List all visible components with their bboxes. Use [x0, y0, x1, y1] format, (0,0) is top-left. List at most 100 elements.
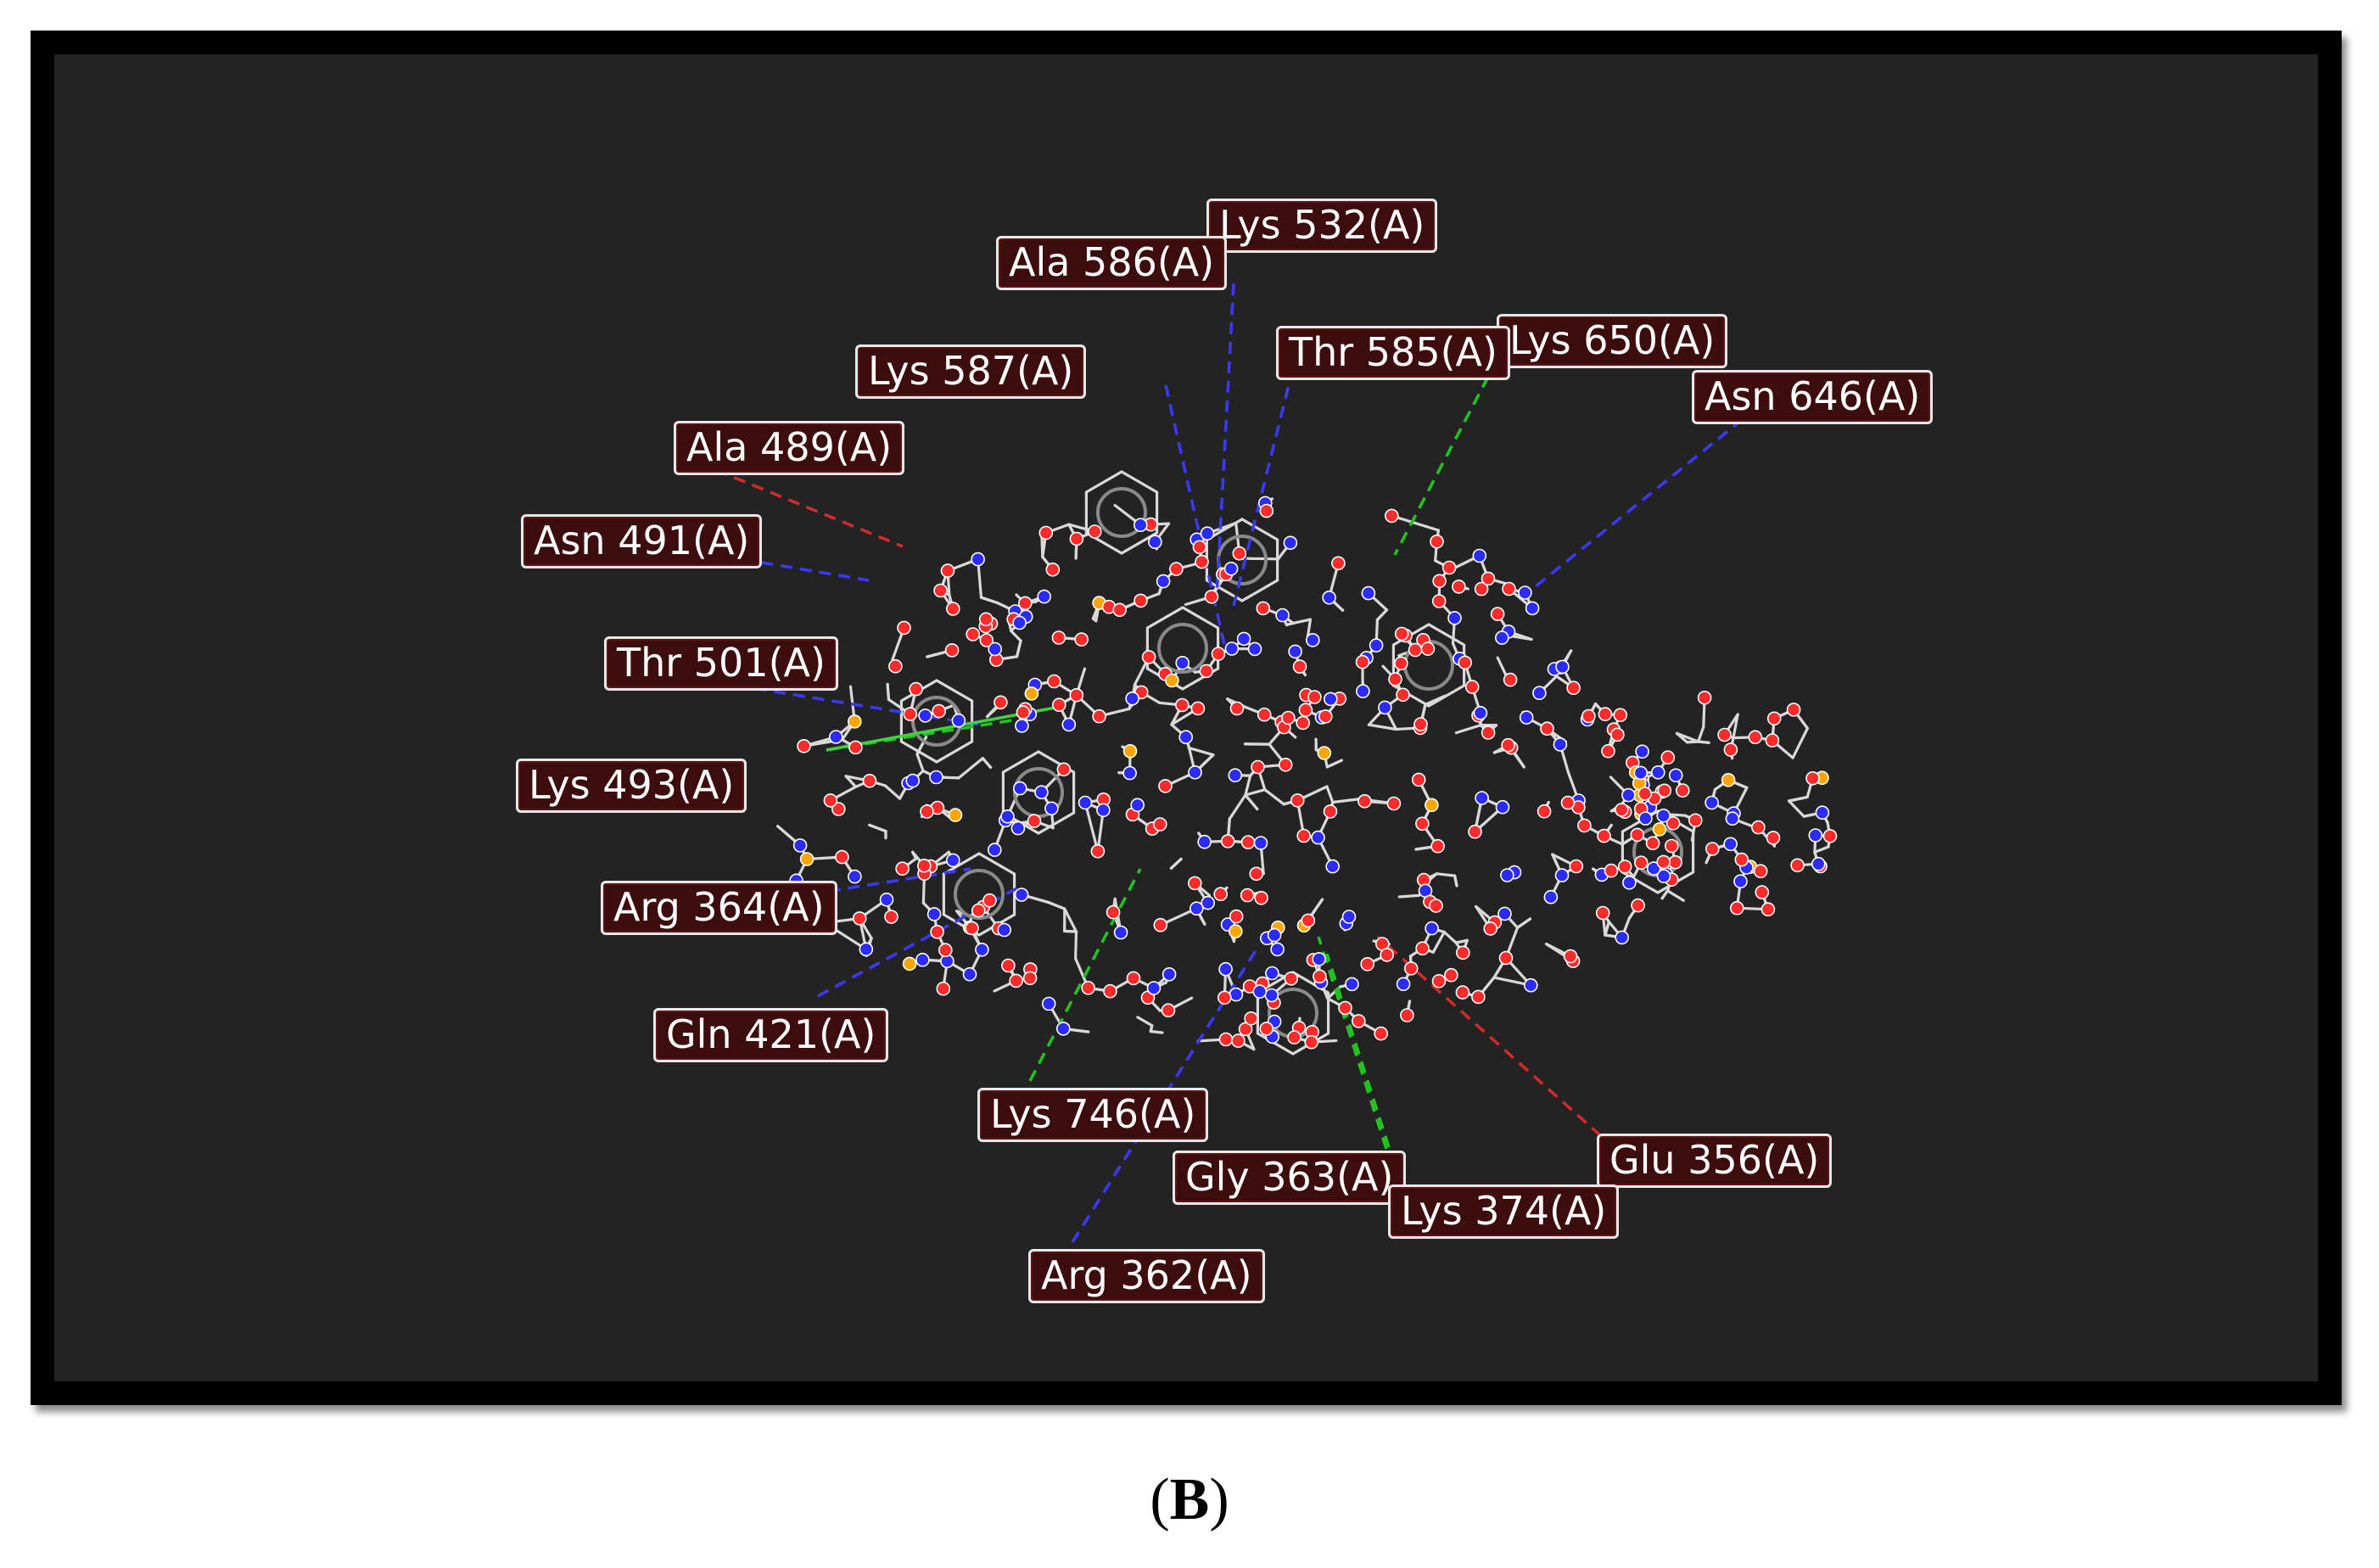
nitrogen-atom [1396, 977, 1411, 992]
bond [1015, 639, 1022, 658]
oxygen-atom [1645, 836, 1660, 851]
oxygen-atom [1394, 656, 1408, 671]
bond [1375, 608, 1389, 622]
bond [1325, 759, 1343, 769]
ring-aromatic-circle [1096, 487, 1147, 538]
oxygen-atom [1483, 921, 1497, 936]
oxygen-atom [1385, 508, 1399, 524]
oxygen-atom [930, 925, 944, 939]
oxygen-atom [1074, 632, 1089, 647]
residue-label-ala489: Ala 489(A) [674, 421, 905, 475]
oxygen-atom [966, 627, 980, 641]
oxygen-atom [1153, 817, 1167, 832]
oxygen-atom [848, 740, 863, 755]
nitrogen-atom [1012, 615, 1027, 630]
nitrogen-atom [1425, 921, 1439, 936]
nitrogen-atom [1200, 526, 1215, 541]
nitrogen-atom [1378, 700, 1392, 715]
oxygen-atom [1374, 1026, 1388, 1041]
oxygen-atom [1088, 524, 1102, 539]
oxygen-atom [1455, 985, 1470, 1000]
oxygen-atom [938, 943, 953, 957]
oxygen-atom [852, 911, 867, 926]
oxygen-atom [888, 658, 903, 674]
oxygen-atom [1786, 703, 1801, 717]
molecule-viewer[interactable]: Lys 532(A)Ala 586(A)Lys 650(A)Thr 585(A)… [54, 54, 2318, 1381]
residue-label-gln421: Gln 421(A) [653, 1008, 889, 1062]
oxygen-atom [1676, 783, 1690, 798]
oxygen-atom [1617, 860, 1632, 874]
nitrogen-atom [1264, 988, 1279, 1003]
oxygen-atom [831, 802, 846, 816]
nitrogen-atom [1646, 861, 1661, 876]
oxygen-atom [1452, 580, 1466, 594]
oxygen-atom [1284, 972, 1299, 986]
nitrogen-atom [1288, 644, 1302, 659]
nitrogen-atom [1725, 811, 1740, 826]
oxygen-atom [1577, 818, 1592, 833]
residue-label-thr585: Thr 585(A) [1276, 326, 1510, 380]
oxygen-atom [1287, 1030, 1301, 1044]
nitrogen-atom [1723, 837, 1738, 852]
oxygen-atom [835, 849, 849, 865]
oxygen-atom [1413, 717, 1428, 731]
oxygen-atom [1304, 1034, 1318, 1050]
bond [1453, 874, 1458, 888]
nitrogen-atom [1013, 781, 1027, 796]
phosphorus-atom [1122, 743, 1138, 759]
oxygen-atom [903, 707, 918, 721]
oxygen-atom [1790, 858, 1805, 873]
bond [1063, 907, 1078, 933]
nitrogen-atom [1113, 925, 1128, 940]
nitrogen-atom [1034, 785, 1049, 800]
oxygen-atom [936, 981, 951, 996]
phosphorus-atom [847, 714, 862, 729]
oxygen-atom [1188, 876, 1202, 891]
oxygen-atom [1656, 854, 1671, 870]
nitrogen-atom [1633, 765, 1649, 781]
oxygen-atom [1430, 534, 1444, 549]
nitrogen-atom [828, 730, 843, 744]
oxygen-atom [1403, 961, 1419, 976]
oxygen-atom [1420, 641, 1436, 656]
oxygen-atom [1323, 804, 1338, 819]
oxygen-atom [979, 633, 994, 647]
heteroatoms [789, 496, 1838, 1050]
ring-bond [1391, 623, 1466, 708]
bond [1331, 797, 1362, 804]
oxygen-atom [1805, 770, 1820, 786]
oxygen-atom [1218, 1032, 1234, 1047]
nitrogen-atom [1014, 888, 1029, 902]
nitrogen-atom [975, 943, 989, 957]
bond [1187, 746, 1215, 757]
nitrogen-atom [1229, 987, 1244, 1002]
oxygen-atom [1318, 709, 1333, 724]
oxygen-atom [1229, 701, 1245, 716]
bond [1149, 1029, 1164, 1034]
bond [1397, 893, 1420, 899]
oxygen-atom [1199, 664, 1214, 679]
oxygen-atom [1190, 701, 1206, 716]
nitrogen-atom [1178, 730, 1193, 745]
nitrogen-atom [1275, 608, 1290, 623]
nitrogen-atom [1525, 601, 1540, 616]
oxygen-atom [1169, 562, 1184, 576]
oxygen-atom [1204, 589, 1219, 604]
nitrogen-atom [1253, 836, 1268, 850]
caption-close: ) [1209, 1467, 1229, 1532]
oxygen-atom [862, 773, 877, 788]
nitrogen-atom [879, 892, 894, 907]
nitrogen-atom [915, 952, 930, 967]
oxygen-atom [1153, 917, 1168, 932]
oxygen-atom [1038, 525, 1054, 540]
bond [1169, 857, 1183, 870]
bond [1675, 731, 1700, 743]
oxygen-atom [1256, 601, 1271, 616]
oxygen-atom [1254, 890, 1268, 905]
oxygen-atom [1604, 863, 1619, 878]
oxygen-atom [884, 910, 898, 924]
nitrogen-atom [1134, 518, 1148, 533]
nitrogen-atom [1218, 961, 1233, 977]
nitrogen-atom [1361, 585, 1376, 601]
oxygen-atom [1231, 1033, 1245, 1048]
